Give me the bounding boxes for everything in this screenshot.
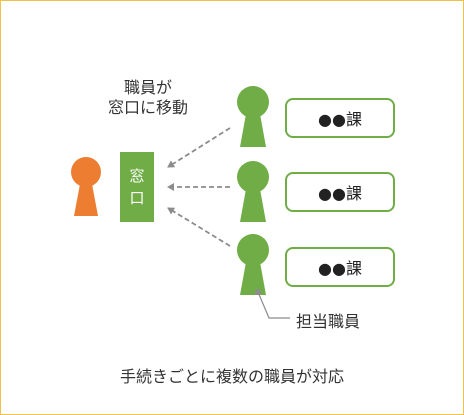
staff-icon-2 (237, 161, 269, 222)
department-box-3: ●●課 (285, 247, 395, 287)
department-label-3: ●●課 (318, 259, 362, 278)
arrow-top (167, 127, 231, 168)
visitor-icon (71, 157, 101, 216)
staff-icon-3 (237, 234, 269, 295)
staff-callout (255, 289, 290, 319)
annotation-text: 職員が 窓口に移動 (92, 78, 204, 118)
counter-label: 窓 口 (120, 152, 154, 222)
department-box-2: ●●課 (285, 172, 395, 212)
counter-box (120, 152, 154, 222)
staff-icon-1 (237, 86, 269, 147)
annotation-line-1: 職員が (123, 78, 172, 97)
arrow-bottom (167, 207, 231, 247)
department-label-2: ●●課 (318, 184, 362, 203)
counter-char-1: 窓 (129, 167, 145, 185)
department-box-1: ●●課 (285, 98, 395, 138)
staff-label: 担当職員 (296, 312, 361, 331)
counter-char-2: 口 (129, 189, 145, 207)
annotation-line-2: 窓口に移動 (107, 98, 188, 117)
department-label-1: ●●課 (318, 110, 362, 129)
diagram-caption: 手続きごとに複数の職員が対応 (119, 367, 344, 386)
